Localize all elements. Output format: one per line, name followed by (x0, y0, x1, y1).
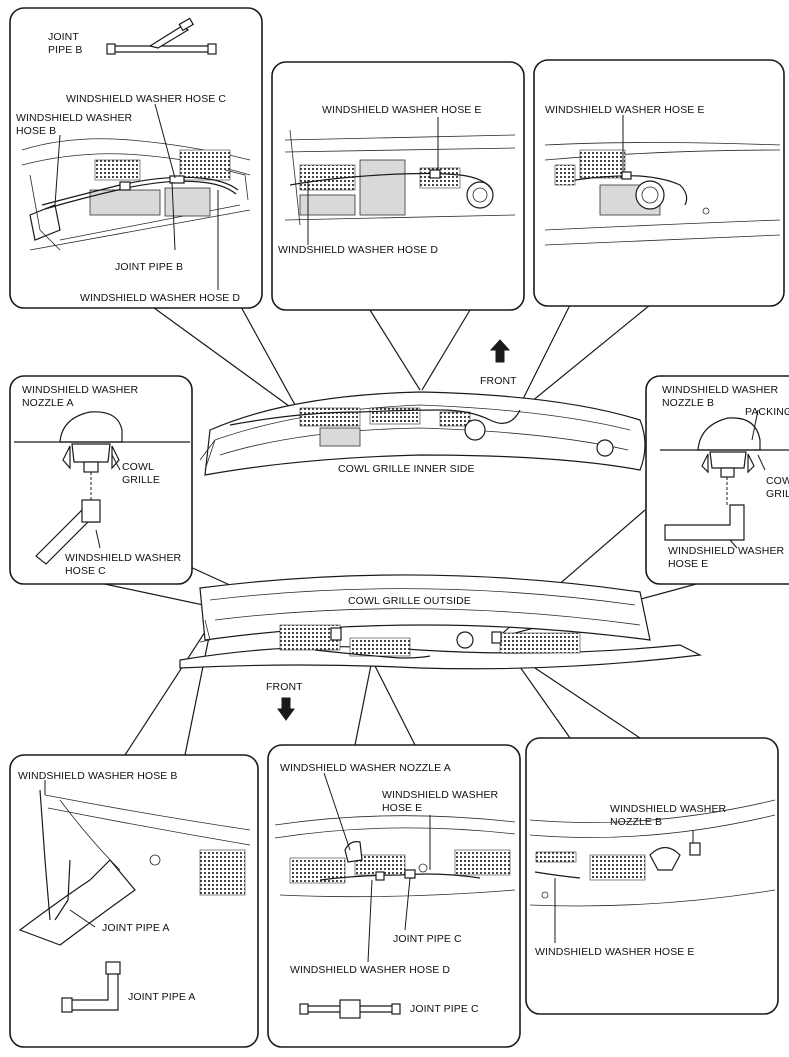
callout-box-mid-left: WINDSHIELD WASHER NOZZLE A COWL GRILLE W… (9, 375, 193, 585)
cowl-grille-inner-drawing (199, 391, 646, 476)
label-hose-e-mid-1: WINDSHIELD WASHER (668, 545, 785, 557)
label-hose-e-bottom-mid-1: WINDSHIELD WASHER (382, 789, 499, 801)
front-arrow-upper (489, 339, 511, 363)
label-cowl-r-2: GRILLE (766, 488, 789, 500)
label-joint-pipe-c-2: JOINT PIPE C (410, 1003, 479, 1015)
cowl-detail-top-right (544, 142, 781, 246)
callout-box-bottom-left: WINDSHIELD WASHER HOSE B JOINT PIPE A JO… (9, 754, 259, 1048)
cowl-detail-bottom-right (529, 799, 776, 907)
label-hose-c-mid-2: HOSE C (65, 565, 106, 577)
callout-box-top-right: WINDSHIELD WASHER HOSE E (533, 59, 785, 307)
label-hose-c-mid-1: WINDSHIELD WASHER (65, 552, 182, 564)
callout-box-mid-right: WINDSHIELD WASHER NOZZLE B PACKING COWL … (645, 375, 789, 585)
label-joint-pipe-a-2: JOINT PIPE A (128, 991, 196, 1003)
front-arrow-lower (277, 697, 295, 721)
label-joint-pipe-a-1: JOINT PIPE A (102, 922, 170, 934)
cowl-detail-top-mid (284, 129, 516, 226)
label-nozzle-b-2: NOZZLE B (662, 397, 714, 409)
label-cowl-outside: COWL GRILLE OUTSIDE (348, 595, 471, 607)
label-cowl-inner: COWL GRILLE INNER SIDE (338, 463, 475, 475)
label-hose-e-mid-2: HOSE E (668, 558, 708, 570)
cowl-grille-outside-drawing (179, 574, 703, 670)
label-hose-e-top-right: WINDSHIELD WASHER HOSE E (545, 104, 705, 116)
label-cowl-r-1: COWL (766, 475, 789, 487)
label-front-lower: FRONT (266, 681, 303, 693)
label-hose-c-top: WINDSHIELD WASHER HOSE C (66, 93, 226, 105)
label-hose-d-bottom: WINDSHIELD WASHER HOSE D (290, 964, 450, 976)
label-nozzle-b-1: WINDSHIELD WASHER (662, 384, 779, 396)
label-cowl-2: GRILLE (122, 474, 160, 486)
label-front-upper: FRONT (480, 375, 517, 387)
cowl-detail-bottom-left (18, 789, 251, 946)
label-packing: PACKING (745, 406, 789, 418)
label-hose-d-top-left: WINDSHIELD WASHER HOSE D (80, 292, 240, 304)
label-hose-d-top-mid: WINDSHIELD WASHER HOSE D (278, 244, 438, 256)
label-hose-b-bottom: WINDSHIELD WASHER HOSE B (18, 770, 178, 782)
label-hose-e-top-mid: WINDSHIELD WASHER HOSE E (322, 104, 482, 116)
cowl-detail-top-left (21, 138, 251, 251)
label-hose-b-top-1: WINDSHIELD WASHER (16, 112, 133, 124)
label-nozzle-a-bottom: WINDSHIELD WASHER NOZZLE A (280, 762, 451, 774)
label-hose-e-bottom-mid-2: HOSE E (382, 802, 422, 814)
label-joint-pipe-c-1: JOINT PIPE C (393, 933, 462, 945)
callout-box-bottom-mid: WINDSHIELD WASHER NOZZLE A WINDSHIELD WA… (267, 744, 521, 1048)
label-nozzle-a-2: NOZZLE A (22, 397, 74, 409)
label-cowl-1: COWL (122, 461, 154, 473)
label-nozzle-b-bottom-1: WINDSHIELD WASHER (610, 803, 727, 815)
label-nozzle-b-bottom-2: NOZZLE B (610, 816, 662, 828)
callout-box-top-mid: WINDSHIELD WASHER HOSE E WINDSHIELD WASH… (271, 61, 525, 311)
label-joint-pipe-b-header-2: PIPE B (48, 44, 82, 56)
joint-pipe-a-icon (61, 961, 121, 1013)
washer-nozzle-a-icon (14, 411, 190, 565)
callout-box-bottom-right: WINDSHIELD WASHER NOZZLE B WINDSHIELD WA… (525, 737, 779, 1015)
joint-pipe-c-icon (299, 999, 401, 1019)
label-hose-e-bottom-right: WINDSHIELD WASHER HOSE E (535, 946, 695, 958)
label-nozzle-a-1: WINDSHIELD WASHER (22, 384, 139, 396)
label-hose-b-top-2: HOSE B (16, 125, 56, 137)
joint-pipe-b-icon (106, 17, 217, 55)
callout-box-top-left: JOINT PIPE B WINDSHIELD WASHER HOSE C WI… (9, 7, 263, 309)
label-joint-pipe-b-header-1: JOINT (48, 31, 79, 43)
washer-nozzle-b-icon (660, 417, 789, 541)
label-joint-pipe-b-lower: JOINT PIPE B (115, 261, 183, 273)
